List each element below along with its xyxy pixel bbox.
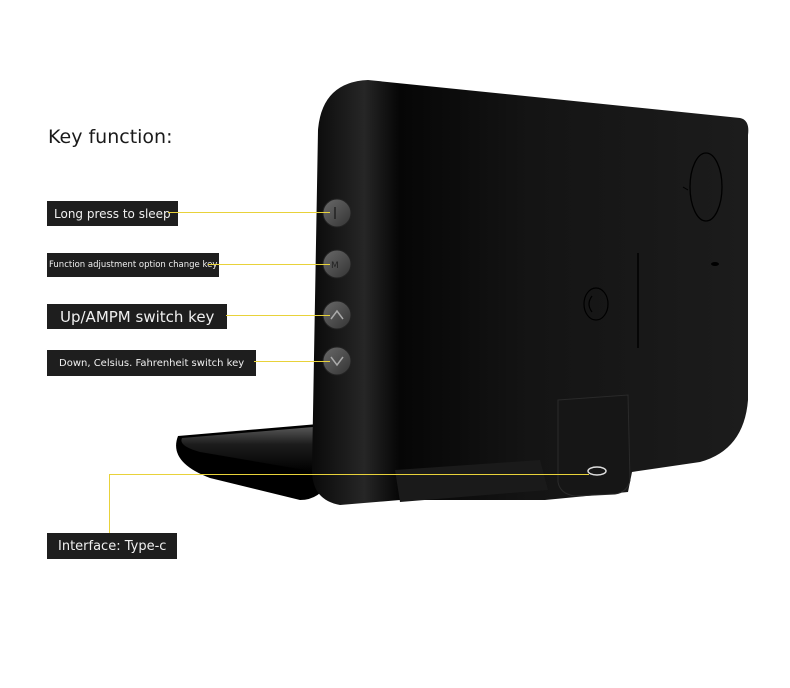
side-buttons: M [322, 198, 352, 376]
leader-line-sleep [168, 212, 330, 213]
callout-label-up: Up/AMPM switch key [47, 304, 228, 329]
leader-line-port-vertical [109, 474, 110, 533]
usb-c-port-icon [587, 466, 607, 476]
power-button-icon [322, 198, 352, 228]
callout-label-port: Interface: Type-c [47, 533, 178, 559]
leader-line-up [226, 315, 330, 316]
leader-line-port [109, 474, 589, 475]
callout-label-mode: Function adjustment option change key [47, 253, 220, 277]
leader-line-mode [208, 264, 330, 265]
callout-label-sleep: Long press to sleep [47, 201, 178, 226]
svg-text:M: M [331, 261, 339, 271]
leader-line-down [254, 361, 330, 362]
page-title: Key function: [48, 126, 173, 148]
callout-label-down: Down, Celsius. Fahrenheit switch key [47, 350, 257, 376]
